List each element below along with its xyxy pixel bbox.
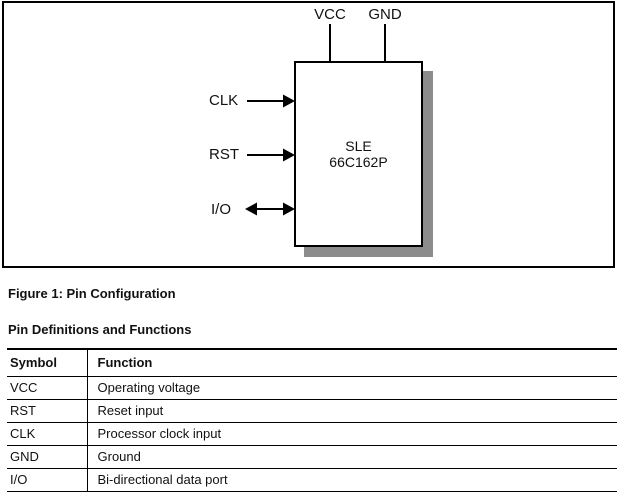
symbol-cell: GND: [7, 445, 88, 469]
pin-label-rst: RST: [209, 146, 239, 163]
figure-caption: Figure 1: Pin Configuration: [8, 286, 176, 301]
section-heading: Pin Definitions and Functions: [8, 322, 192, 337]
function-cell: Processor clock input: [87, 422, 617, 446]
symbol-cell: CLK: [7, 422, 88, 446]
table-header-symbol: Symbol: [7, 348, 88, 377]
table-header-function: Function: [87, 348, 617, 377]
chip-body: SLE 66C162P: [294, 61, 423, 247]
table-row: I/O Bi-directional data port: [7, 468, 617, 492]
symbol-cell: I/O: [7, 468, 88, 492]
chip-name-line2: 66C162P: [329, 154, 388, 170]
chip-name-line1: SLE: [345, 138, 372, 154]
table-row: CLK Processor clock input: [7, 422, 617, 446]
table-header-row: Symbol Function: [7, 348, 617, 377]
pin-line-gnd: [384, 24, 386, 62]
function-cell: Operating voltage: [87, 376, 617, 400]
table-row: VCC Operating voltage: [7, 376, 617, 400]
pin-label-io: I/O: [211, 201, 232, 218]
symbol-cell: RST: [7, 399, 88, 423]
pin-line-vcc: [329, 24, 331, 62]
function-cell: Ground: [87, 445, 617, 469]
pin-label-clk: CLK: [209, 92, 239, 109]
table-row: RST Reset input: [7, 399, 617, 423]
function-cell: Reset input: [87, 399, 617, 423]
pin-label-gnd: GND: [368, 6, 402, 23]
table-row: GND Ground: [7, 445, 617, 469]
pin-label-vcc: VCC: [314, 6, 346, 23]
pin-table: Symbol Function VCC Operating voltage RS…: [7, 348, 617, 492]
symbol-cell: VCC: [7, 376, 88, 400]
function-cell: Bi-directional data port: [87, 468, 617, 492]
